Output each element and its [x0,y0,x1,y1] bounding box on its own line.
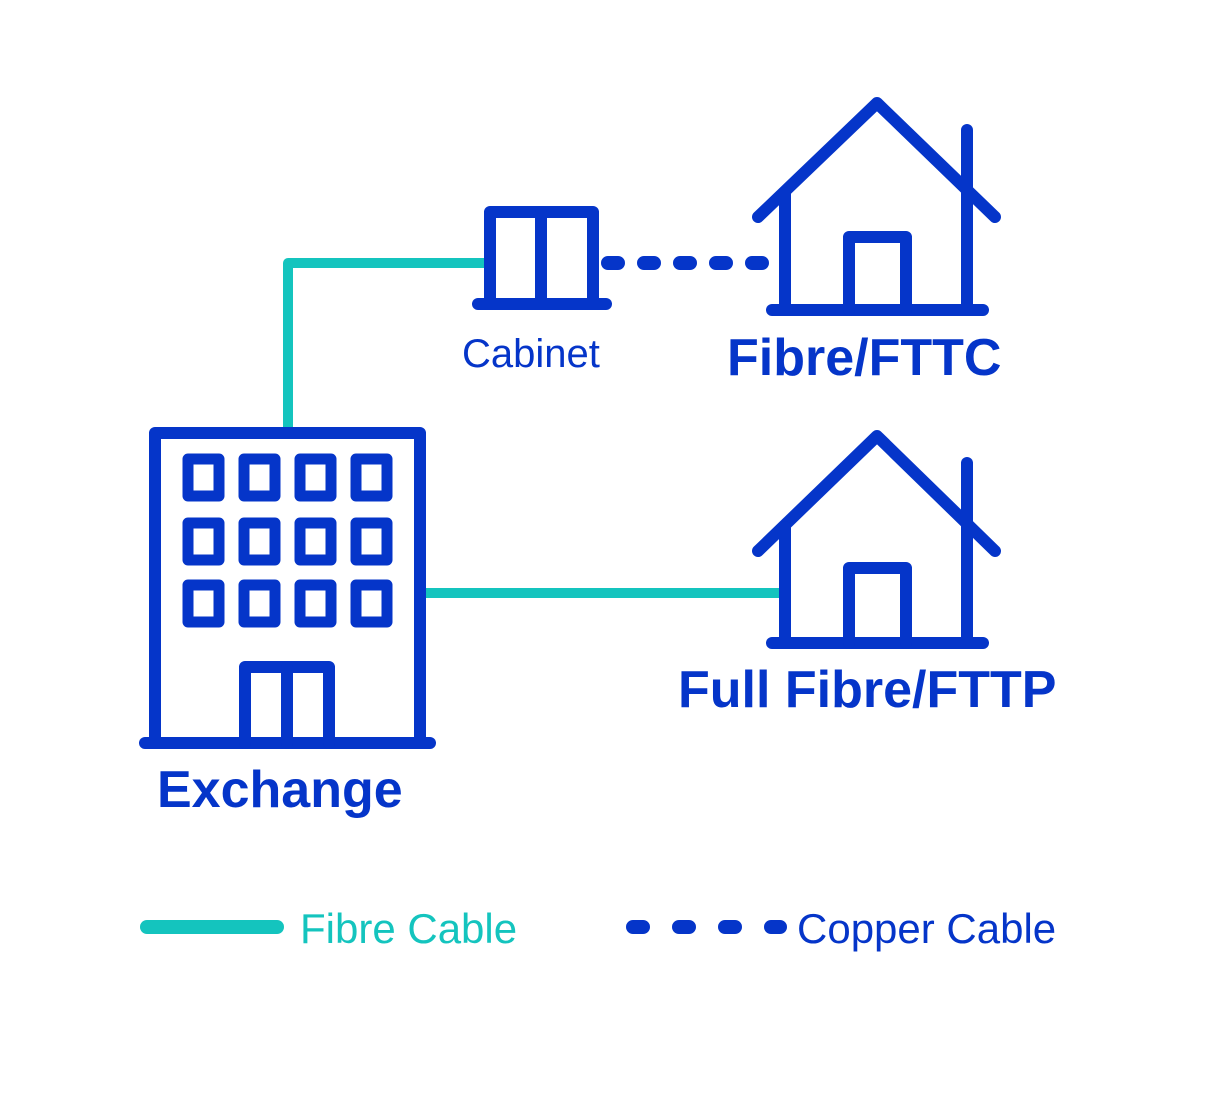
building-window [182,517,225,566]
building-windows [182,453,393,628]
building-window [238,453,281,502]
building-window [350,517,393,566]
cabinet-label: Cabinet [462,332,600,376]
fttp-label: Full Fibre/FTTP [678,661,1057,719]
office-building-icon [139,427,436,749]
legend-fibre-label: Fibre Cable [300,905,518,952]
street-cabinet-icon [472,206,612,310]
building-window [182,453,225,502]
exchange-label: Exchange [157,761,403,819]
building-window [350,453,393,502]
house-icon [752,97,1001,316]
building-window [294,453,337,502]
building-window [294,517,337,566]
house-icon [752,430,1001,649]
building-window [238,579,281,628]
building-window [238,517,281,566]
building-window [182,579,225,628]
fibre-cable-exchange-to-cabinet [283,258,488,428]
building-window [294,579,337,628]
fttc-label: Fibre/FTTC [727,329,1002,387]
building-window [350,579,393,628]
legend-copper-label: Copper Cable [797,905,1057,952]
